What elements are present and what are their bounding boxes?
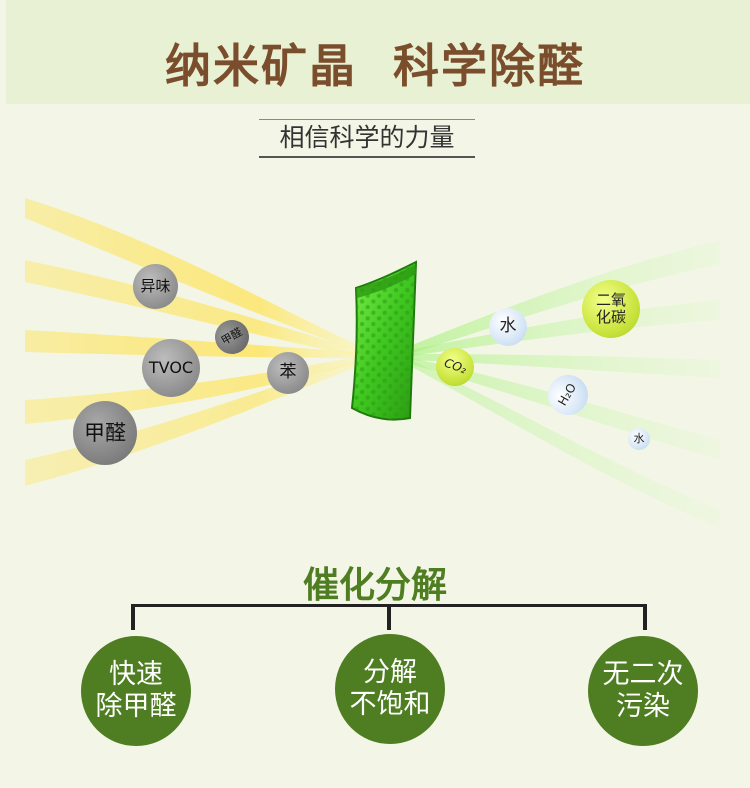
process-title: 催化分解 xyxy=(302,564,447,606)
water-small-bubble: 水 xyxy=(628,428,650,450)
tree-connector-left xyxy=(131,604,135,630)
benefit-fast-removal: 快速 除甲醛 xyxy=(81,636,191,746)
tree-connector-center xyxy=(387,604,391,630)
benefit-no-secondary-pollution: 无二次 污染 xyxy=(588,636,698,746)
tree-connector-right xyxy=(643,604,647,630)
page-title: 纳米矿晶 科学除醛 xyxy=(164,39,586,93)
benzene-bubble: 苯 xyxy=(267,352,309,394)
tvoc-bubble: TVOC xyxy=(142,339,200,397)
carbon-dioxide-bubble: 二氧 化碳 xyxy=(582,280,640,338)
benefit-decompose: 分解 不饱和 xyxy=(335,634,445,744)
charcoal-bag-icon xyxy=(350,260,418,421)
purification-illustration xyxy=(25,198,720,528)
water-bubble: 水 xyxy=(489,308,527,346)
pollution-rays xyxy=(25,198,360,486)
header-band xyxy=(6,0,750,104)
page-subtitle: 相信科学的力量 xyxy=(259,119,475,158)
odor-bubble: 异味 xyxy=(133,264,178,309)
formaldehyde-large-bubble: 甲醛 xyxy=(73,401,137,465)
